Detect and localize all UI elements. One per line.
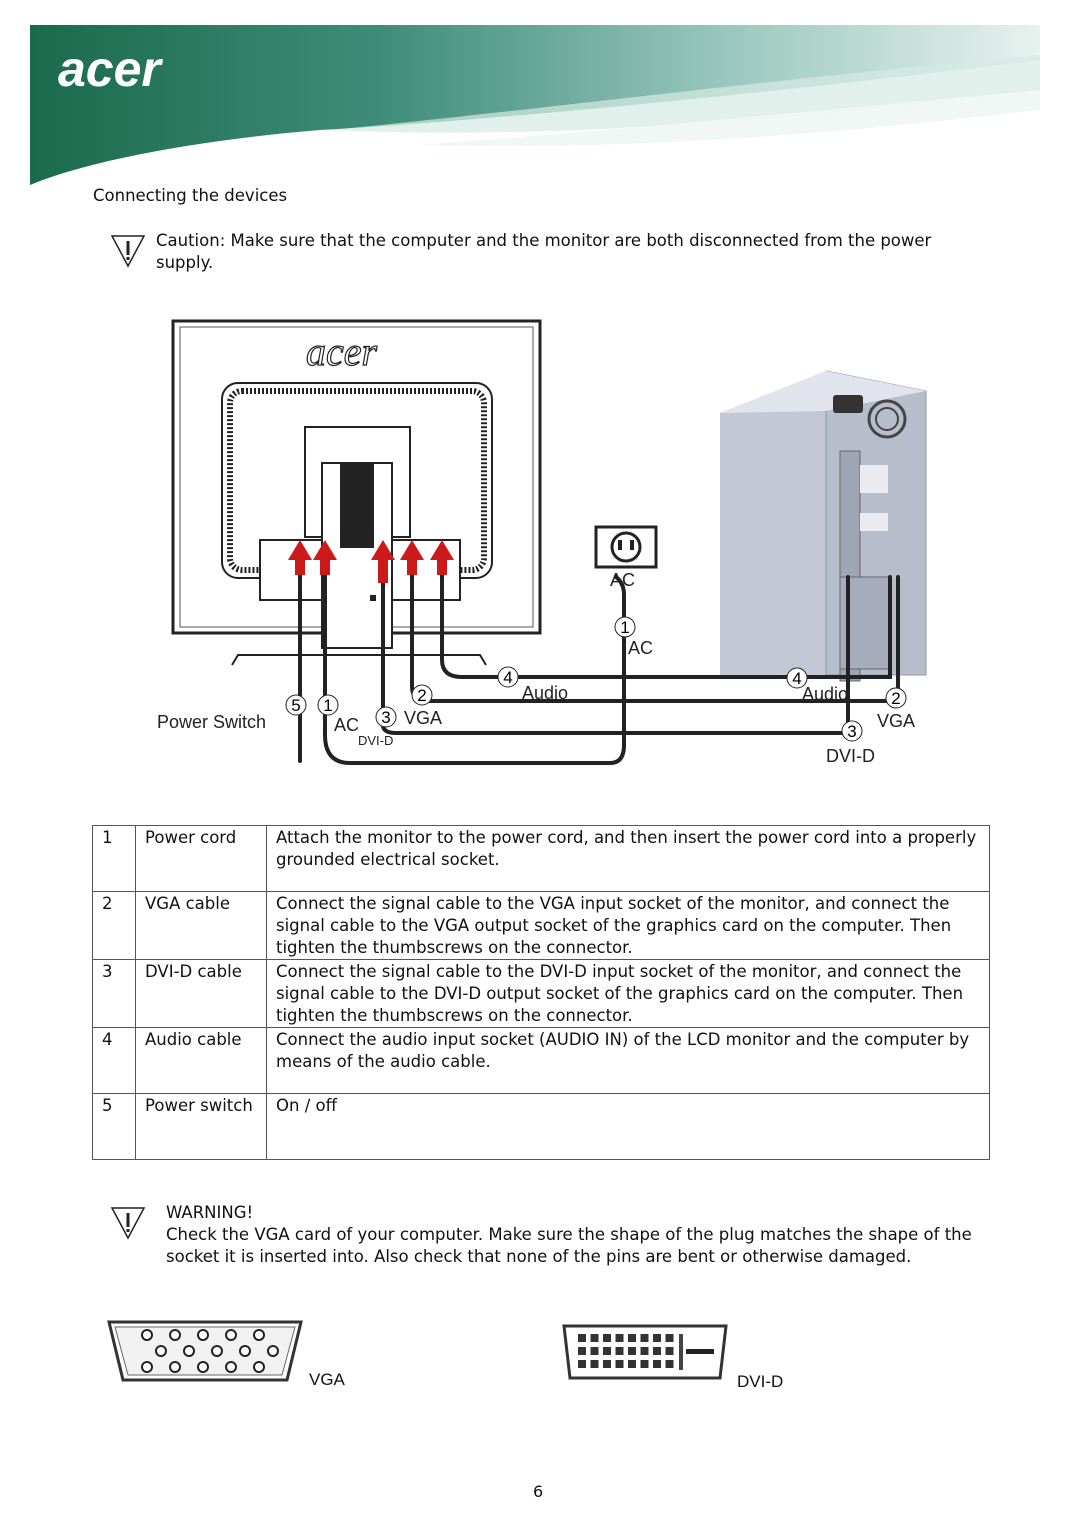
row-item: VGA cable [135,891,267,960]
dvi-pin [590,1334,599,1342]
row-description: Attach the monitor to the power cord, an… [266,825,990,892]
callouts: 5 1 2 3 4 1 4 2 3 [285,616,907,742]
label-audio-right: Audio [802,684,848,704]
callout-5: 5 [291,696,300,715]
dvi-pin [653,1334,661,1342]
warning-title: WARNING! [166,1203,254,1222]
label-vga-right: VGA [877,711,915,731]
label-dvid-right: DVI-D [826,746,875,766]
caution-text: Caution: Make sure that the computer and… [156,230,976,274]
row-description: Connect the audio input socket (AUDIO IN… [266,1027,990,1094]
caution-label: Caution: [156,231,226,250]
dvi-pin [615,1334,624,1342]
warning-icon [110,1207,146,1240]
dvi-pin [603,1347,611,1355]
row-item: Audio cable [135,1027,267,1094]
row-item: Power cord [135,825,267,892]
table-row: 3 DVI-D cable Connect the signal cable t… [92,959,990,1028]
dvi-pin [578,1347,586,1355]
label-power-switch: Power Switch [157,712,266,732]
label-audio-left: Audio [522,683,568,703]
section-title: Connecting the devices [93,186,288,205]
dvi-pin [615,1347,624,1355]
row-number: 5 [92,1093,136,1160]
callout-3-right: 3 [847,722,856,741]
table-row: 2 VGA cable Connect the signal cable to … [92,891,990,960]
dvi-pin [665,1347,674,1355]
label-vga-left: VGA [404,708,442,728]
row-description: Connect the signal cable to the DVI-D in… [266,959,990,1028]
dvi-pin [590,1347,599,1355]
connection-diagram: acer [157,319,927,766]
caution-icon [110,235,146,268]
dvi-pin [578,1334,586,1342]
table-row: 4 Audio cable Connect the audio input so… [92,1027,990,1094]
vga-connector-illustration [107,1320,303,1382]
row-item: Power switch [135,1093,267,1160]
callout-2-right: 2 [891,689,900,708]
callout-1-mid: 1 [620,618,629,637]
monitor-illustration: acer [171,319,542,666]
page-number: 6 [533,1482,544,1501]
dvi-pin [653,1347,661,1355]
row-number: 2 [92,891,136,960]
dvi-pin [665,1360,674,1368]
dvi-pin [603,1360,611,1368]
dvi-pin [603,1334,611,1342]
dvi-pin [578,1360,586,1368]
callout-3-left: 3 [381,708,390,727]
table-row: 1 Power cord Attach the monitor to the p… [92,825,990,892]
red-arrows [288,540,454,583]
dvi-pin [615,1360,624,1368]
header-banner: acer [30,25,1040,185]
callout-4-right: 4 [792,669,801,688]
dvi-pin [665,1334,674,1342]
wall-outlet [594,525,658,569]
cable-table: 1 Power cord Attach the monitor to the p… [92,825,990,1160]
dvi-pin [653,1360,661,1368]
monitor-brand: acer [306,329,378,374]
computer-illustration [720,370,927,682]
acer-logo: acer [58,41,163,97]
dvi-pin [640,1334,649,1342]
row-item: DVI-D cable [135,959,267,1028]
label-ac-outlet: AC [610,570,635,590]
caution-body: Make sure that the computer and the moni… [156,231,932,272]
vga-label: VGA [309,1370,345,1389]
row-number: 3 [92,959,136,1028]
row-number: 4 [92,1027,136,1094]
label-ac-mid: AC [628,638,653,658]
label-ac-left: AC [334,715,359,735]
dvi-pin [628,1347,636,1355]
callout-4-left: 4 [503,668,512,687]
dvi-pin [640,1347,649,1355]
dvid-connector-illustration [562,1324,728,1380]
row-number: 1 [92,825,136,892]
dvi-pin [590,1360,599,1368]
row-description: On / off [266,1093,990,1160]
dvi-pin [628,1334,636,1342]
dvi-pin [628,1360,636,1368]
table-row: 5 Power switch On / off [92,1093,990,1160]
dvi-pin [640,1360,649,1368]
callout-2-left: 2 [417,686,426,705]
label-dvid-left: DVI-D [358,733,393,748]
dvi-pins [578,1334,674,1368]
callout-1-left: 1 [323,696,332,715]
row-description: Connect the signal cable to the VGA inpu… [266,891,990,960]
warning-text: Check the VGA card of your computer. Mak… [166,1225,972,1266]
dvid-label: DVI-D [737,1372,784,1391]
